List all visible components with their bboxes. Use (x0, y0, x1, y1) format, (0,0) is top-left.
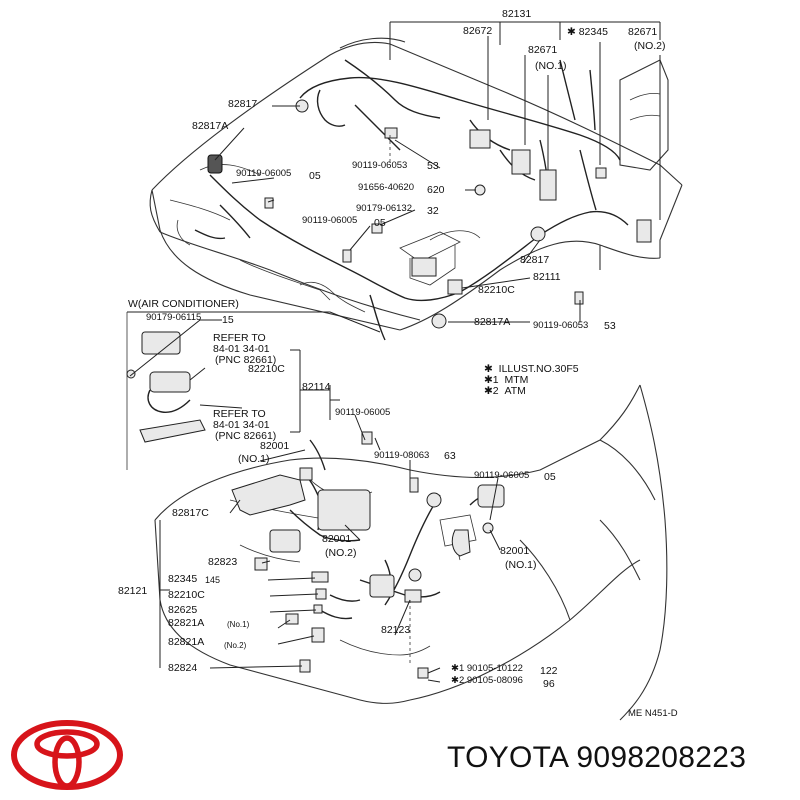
label-620: 620 (427, 184, 445, 196)
label-82817-b: 82817 (520, 254, 550, 266)
upper-car-body-outline (149, 37, 683, 331)
label-82345-bottom: 82345 (168, 573, 198, 585)
label-refer-to-2: REFER TO (213, 408, 266, 420)
label-90119-06005-b: 90119-06005 (302, 215, 358, 226)
label-82817-a: 82817 (228, 98, 258, 110)
label-82817A-b: 82817A (474, 316, 511, 328)
label-82345-top: ✱ 82345 (567, 26, 608, 38)
label-05-d: 05 (544, 471, 556, 483)
label-no2-lower: (NO.2) (325, 547, 357, 559)
label-82821A-no2-tag: (No.2) (224, 641, 247, 650)
label-90179-06115: 90179-06115 (146, 312, 202, 323)
note-atm: ✱2 ATM (484, 385, 526, 397)
label-90119-06005-c: 90119-06005 (335, 407, 391, 418)
drawing-code: ME N451-D (628, 708, 678, 719)
label-90119-06053-b: 90119-06053 (533, 320, 589, 331)
label-refer-to-1-numbers: 84-01 34-01 (213, 343, 270, 355)
label-refer-to-2-pnc: (PNC 82661) (215, 430, 277, 442)
label-82821A-no1-tag: (No.1) (227, 620, 250, 629)
label-90119-06053-a: 90119-06053 (352, 160, 408, 171)
label-90179-06132: 90179-06132 (356, 203, 412, 214)
upper-harness (194, 59, 629, 341)
label-no1-top: (NO.1) (535, 60, 567, 72)
label-145: 145 (205, 575, 221, 585)
label-refer-to-2-numbers: 84-01 34-01 (213, 419, 270, 431)
label-refer-to-1: REFER TO (213, 332, 266, 344)
label-82823: 82823 (208, 556, 238, 568)
label-no1-b: (NO.1) (505, 559, 537, 571)
label-96: 96 (543, 678, 555, 690)
label-82821A-no2: 82821A (168, 636, 205, 648)
label-53-a: 53 (427, 160, 439, 172)
label-82817A-a: 82817A (192, 120, 229, 132)
label-63: 63 (444, 450, 456, 462)
label-90105-10122: ✱1 90105-10122 (451, 663, 523, 674)
label-90119-08063: 90119-08063 (374, 450, 430, 461)
label-82001-no1-b: 82001 (500, 545, 530, 557)
brand-name: TOYOTA (447, 741, 568, 774)
label-15: 15 (222, 314, 234, 326)
label-122: 122 (540, 665, 558, 677)
label-82111: 82111 (533, 271, 561, 283)
label-05-b: 05 (374, 217, 386, 229)
label-82625: 82625 (168, 604, 198, 616)
upper-parts (207, 99, 652, 329)
label-53-b: 53 (604, 320, 616, 332)
label-82672: 82672 (463, 25, 493, 37)
label-82121: 82121 (118, 585, 148, 597)
label-82671-no1: 82671 (528, 44, 558, 56)
label-no1-a: (NO.1) (238, 453, 270, 465)
label-82001-no1-a: 82001 (260, 440, 290, 452)
label-05-a: 05 (309, 170, 321, 182)
label-82210C-c: 82210C (168, 589, 205, 601)
label-82001-no2: 82001 (322, 533, 352, 545)
section-title-air-conditioner: W(AIR CONDITIONER) (128, 298, 239, 310)
note-illust: ✱ ILLUST.NO.30F5 (484, 363, 579, 375)
label-90119-06005-a: 90119-06005 (236, 168, 292, 179)
label-82824: 82824 (168, 662, 198, 674)
leader-lines (129, 21, 661, 683)
lower-car-body-outline (154, 384, 668, 721)
label-82817C: 82817C (172, 507, 209, 519)
label-82210C-a: 82210C (478, 284, 515, 296)
label-82671-no2: 82671 (628, 26, 658, 38)
label-82114: 82114 (302, 381, 331, 393)
lower-parts (231, 431, 505, 679)
label-refer-to-1-pnc: (PNC 82661) (215, 354, 277, 366)
label-90105-08096: ✱2 90105-08096 (451, 675, 523, 686)
label-82821A-no1: 82821A (168, 617, 205, 629)
label-91656-40620: 91656-40620 (358, 182, 414, 193)
label-82210C-b: 82210C (248, 363, 285, 375)
note-mtm: ✱1 MTM (484, 374, 529, 386)
part-number: 9098208223 (576, 741, 747, 774)
toyota-logo-icon (11, 720, 123, 790)
air-conditioner-section (126, 311, 381, 470)
label-82123: 82123 (381, 624, 411, 636)
label-32: 32 (427, 205, 439, 217)
brand-part-title: TOYOTA 9098208223 (447, 741, 746, 775)
label-no2-top: (NO.2) (634, 40, 666, 52)
label-82131: 82131 (502, 8, 532, 20)
label-90119-06005-d: 90119-06005 (474, 470, 530, 481)
